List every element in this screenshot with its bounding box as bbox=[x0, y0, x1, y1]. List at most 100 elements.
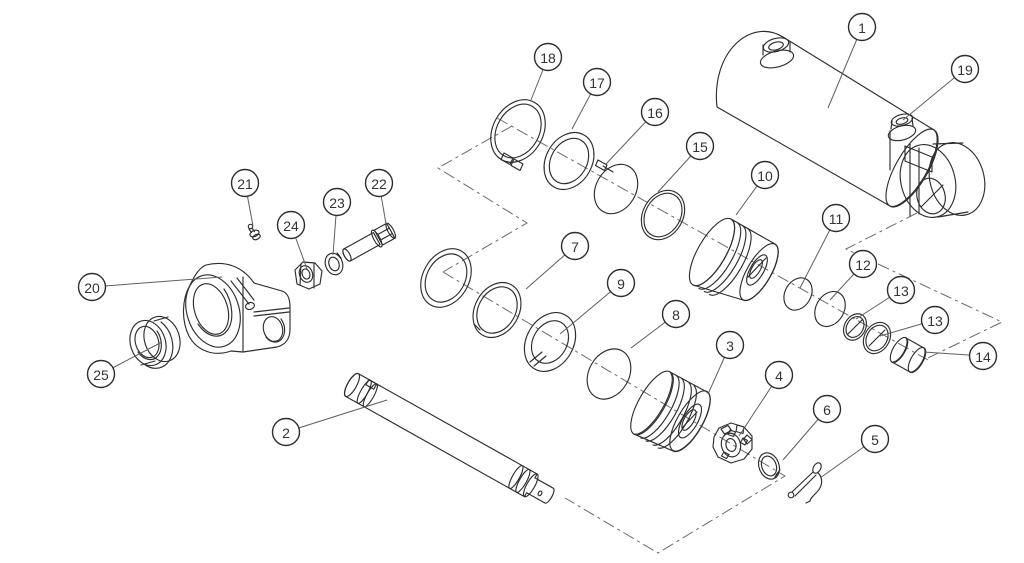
balloon-14: 14 bbox=[968, 341, 998, 371]
grease-fitting bbox=[247, 223, 261, 241]
balloon-label: 11 bbox=[829, 211, 844, 227]
balloon-circle bbox=[582, 67, 612, 97]
balloon-15: 15 bbox=[685, 131, 715, 161]
balloon-circle bbox=[661, 299, 691, 329]
clamp-bolt bbox=[342, 222, 397, 262]
parts-artwork bbox=[129, 31, 986, 504]
clevis-pin-hole bbox=[916, 177, 946, 215]
piston-o-ring bbox=[420, 248, 472, 308]
balloon-label: 25 bbox=[93, 367, 109, 383]
balloon-17: 17 bbox=[582, 67, 612, 97]
rod-seal-11 bbox=[783, 277, 813, 311]
balloon-13: 13 bbox=[920, 305, 950, 335]
balloon-24: 24 bbox=[276, 210, 306, 240]
balloon-19: 19 bbox=[950, 54, 980, 84]
clamp-bolt-bore bbox=[262, 316, 284, 342]
balloon-10: 10 bbox=[750, 160, 780, 190]
balloon-label: 18 bbox=[540, 50, 556, 66]
balloon-label: 15 bbox=[692, 139, 708, 155]
balloon-circle bbox=[606, 268, 636, 298]
balloon-label: 12 bbox=[855, 257, 871, 273]
balloon-circle bbox=[847, 12, 877, 42]
centerline-left-jog bbox=[437, 125, 528, 273]
balloon-2: 2 bbox=[271, 417, 301, 447]
wear-band-9 bbox=[523, 312, 577, 372]
centerline-lower-chain-axis bbox=[442, 271, 786, 554]
balloon-18: 18 bbox=[533, 42, 563, 72]
balloon-circle bbox=[860, 424, 890, 454]
centerline-clevis-jog bbox=[844, 212, 1004, 359]
balloon-13: 13 bbox=[886, 275, 916, 305]
balloon-circle bbox=[821, 203, 851, 233]
balloon-label: 2 bbox=[282, 425, 290, 441]
balloon-circle bbox=[640, 97, 670, 127]
balloon-21: 21 bbox=[230, 168, 260, 198]
gland-head bbox=[688, 217, 779, 302]
balloon-circle bbox=[920, 305, 950, 335]
piston-rod bbox=[343, 372, 555, 504]
balloon-circle bbox=[750, 160, 780, 190]
balloon-5: 5 bbox=[860, 424, 890, 454]
balloon-circle bbox=[968, 341, 998, 371]
balloon-label: 17 bbox=[589, 75, 605, 91]
piston bbox=[630, 370, 711, 453]
balloon-20: 20 bbox=[77, 272, 107, 302]
balloon-label: 10 bbox=[757, 168, 773, 184]
balloon-8: 8 bbox=[661, 299, 691, 329]
balloon-label: 16 bbox=[647, 105, 663, 121]
balloon-circle bbox=[86, 359, 116, 389]
centerline-upper-chain-axis bbox=[496, 117, 929, 361]
port-boss-base-end bbox=[887, 113, 917, 142]
retainer-ring-6 bbox=[757, 452, 781, 480]
balloon-circle bbox=[685, 131, 715, 161]
backup-ring-17 bbox=[543, 132, 595, 190]
balloon-label: 14 bbox=[975, 349, 991, 365]
balloon-23: 23 bbox=[322, 187, 352, 217]
balloon-16: 16 bbox=[640, 97, 670, 127]
balloon-label: 19 bbox=[957, 62, 973, 78]
balloon-circle bbox=[812, 394, 842, 424]
balloon-label: 8 bbox=[672, 307, 680, 323]
spiral-ring-16 bbox=[593, 159, 639, 215]
balloon-label: 20 bbox=[84, 280, 100, 296]
balloon-circle bbox=[886, 275, 916, 305]
balloon-6: 6 bbox=[812, 394, 842, 424]
wiper-ring-13b bbox=[862, 321, 892, 355]
balloon-circle bbox=[764, 360, 794, 390]
balloon-circle bbox=[77, 272, 107, 302]
balloon-label: 13 bbox=[927, 313, 943, 329]
balloon-label: 13 bbox=[893, 283, 909, 299]
port-boss-rod-end bbox=[759, 37, 795, 69]
balloon-22: 22 bbox=[364, 168, 394, 198]
balloon-3: 3 bbox=[715, 330, 745, 360]
balloon-1: 1 bbox=[847, 12, 877, 42]
rod-clevis bbox=[182, 262, 291, 354]
balloon-label: 23 bbox=[329, 195, 345, 211]
balloon-circle bbox=[950, 54, 980, 84]
piston-bore bbox=[681, 409, 697, 431]
seal-ring-7 bbox=[472, 282, 522, 338]
leader-line-1 bbox=[827, 26, 863, 109]
balloon-circle bbox=[364, 168, 394, 198]
lock-nut-bore bbox=[725, 438, 737, 452]
cotter-pin bbox=[787, 462, 823, 504]
bushing-bore bbox=[134, 325, 160, 359]
balloon-label: 21 bbox=[237, 176, 253, 192]
rod-seal-12 bbox=[814, 290, 846, 328]
rod-bushing-14 bbox=[889, 336, 927, 374]
lock-washer bbox=[324, 252, 344, 276]
castle-lock-nut bbox=[712, 422, 753, 464]
balloon-label: 1 bbox=[858, 20, 866, 36]
balloon-label: 7 bbox=[571, 239, 579, 255]
balloon-label: 6 bbox=[823, 402, 831, 418]
balloon-label: 3 bbox=[726, 338, 734, 354]
leader-line-2 bbox=[285, 399, 388, 433]
balloon-11: 11 bbox=[821, 203, 851, 233]
balloon-25: 25 bbox=[86, 359, 116, 389]
piston-seal-8 bbox=[586, 348, 632, 400]
balloon-circle bbox=[230, 168, 260, 198]
balloon-9: 9 bbox=[606, 268, 636, 298]
